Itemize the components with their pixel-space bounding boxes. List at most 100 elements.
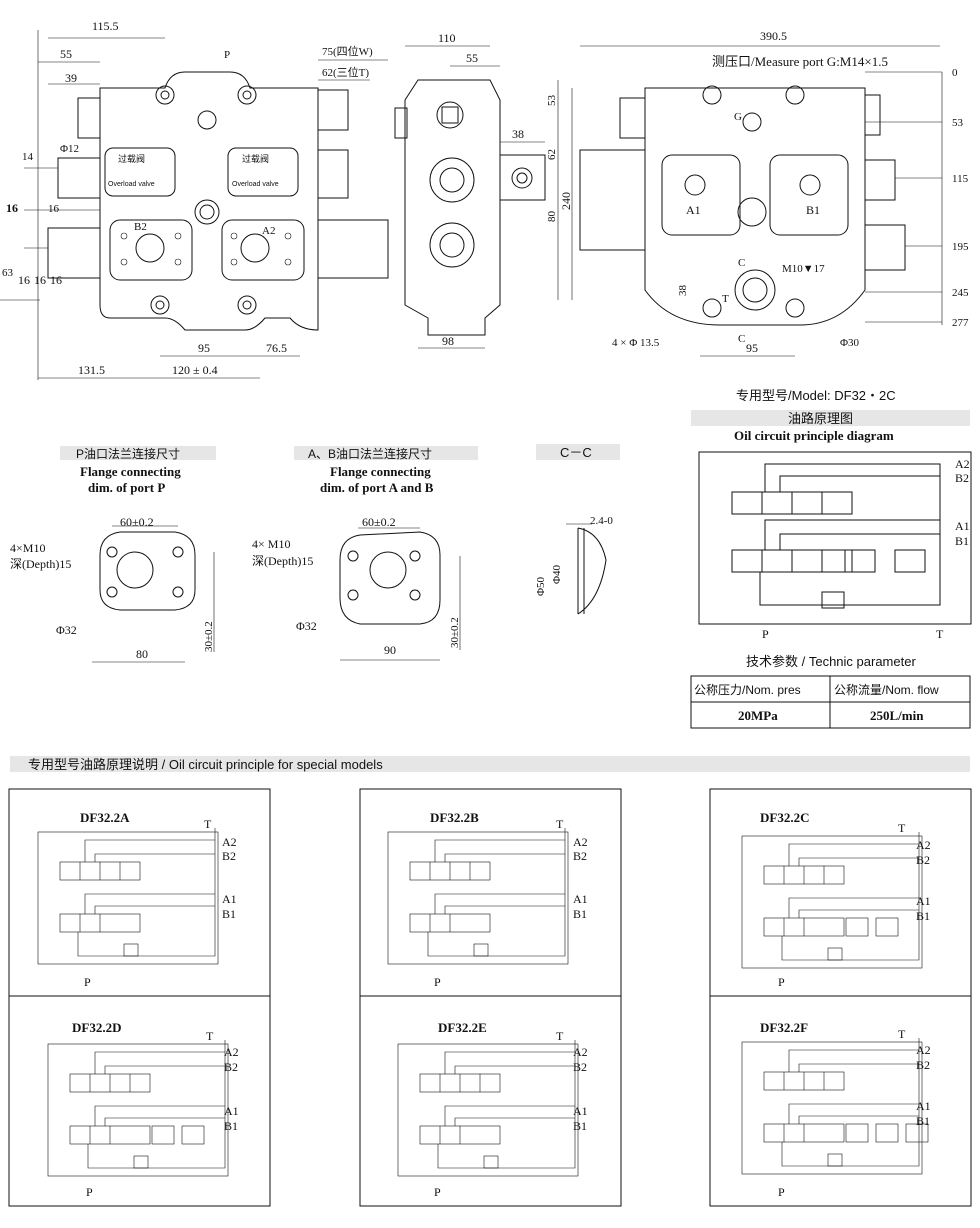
svg-text:A1: A1: [916, 894, 931, 908]
ruler-0: 0: [952, 67, 958, 79]
ruler-277: 277: [952, 317, 969, 329]
special-panels: [8, 788, 972, 1207]
overload-cn-right: 过载阀: [242, 153, 269, 164]
dim-240: 240: [559, 192, 573, 210]
flange-ab-depth: 深(Depth)15: [252, 554, 313, 568]
svg-text:T: T: [898, 821, 906, 835]
svg-text:A2: A2: [573, 835, 588, 849]
ruler-195: 195: [952, 241, 969, 253]
svg-text:B2: B2: [224, 1060, 238, 1074]
svg-text:T: T: [204, 817, 212, 831]
svg-text:A2: A2: [573, 1045, 588, 1059]
model-title-2c: DF32.2C: [760, 810, 809, 825]
flange-p-dim-w: 60±0.2: [120, 515, 154, 529]
principle-port-b2: B2: [955, 471, 969, 485]
flange-ab-title-cn: A、B油口法兰连接尺寸: [308, 446, 432, 461]
dim-phi12: Φ12: [60, 143, 79, 155]
tech-value-flow: 250L/min: [870, 708, 924, 723]
dim-16c: 16: [18, 273, 30, 287]
svg-text:B1: B1: [222, 907, 236, 921]
model-title-2e: DF32.2E: [438, 1020, 487, 1035]
svg-text:B1: B1: [916, 1114, 930, 1128]
dim-16a: 16: [6, 201, 18, 215]
flange-ab-title-en1: Flange connecting: [330, 464, 431, 479]
svg-text:A1: A1: [573, 892, 588, 906]
flange-ab-bolt: 4× M10: [252, 537, 290, 551]
dim-38-right: 38: [677, 285, 689, 297]
dim-110: 110: [438, 31, 456, 45]
section-c-label-bottom: C: [738, 333, 745, 345]
model-title-2a: DF32.2A: [80, 810, 130, 825]
side-view: 110 55 38 98: [394, 31, 559, 349]
section-cc-title: C－C: [560, 445, 592, 460]
flange-ab-dim-h: 30±0.2: [449, 617, 461, 648]
section-cc-d1: 2.4-0: [590, 515, 613, 527]
port-g-label: G: [734, 111, 742, 123]
svg-text:A1: A1: [224, 1104, 239, 1118]
svg-text:A1: A1: [573, 1104, 588, 1118]
dim-53: 53: [546, 95, 558, 107]
principle-diagram: A2 B2 A1 B1 P T: [698, 451, 972, 641]
principle-port-a2: A2: [955, 457, 970, 471]
dim-95-right: 95: [746, 341, 758, 355]
svg-text:P: P: [434, 975, 441, 989]
dim-390-5: 390.5: [760, 29, 787, 43]
svg-text:P: P: [778, 975, 785, 989]
svg-text:P: P: [84, 975, 91, 989]
dim-39: 39: [65, 71, 77, 85]
panel-2d-labels: T A2 B2 A1 B1 P: [86, 1029, 239, 1199]
section-cc-d2: Φ50: [535, 576, 547, 596]
dim-63: 63: [2, 267, 14, 279]
svg-text:B2: B2: [222, 849, 236, 863]
dim-side-55: 55: [466, 51, 478, 65]
model-title-2b: DF32.2B: [430, 810, 479, 825]
flange-ab-dim-base: 90: [384, 643, 396, 657]
flange-ab-header-bg: [294, 446, 478, 460]
panel-2c-labels: T A2 B2 A1 B1 P: [778, 821, 931, 989]
dim-m10: M10▼17: [782, 263, 825, 275]
port-p-label: P: [224, 49, 230, 61]
model-title-2d: DF32.2D: [72, 1020, 121, 1035]
special-header-bg: [10, 756, 970, 772]
svg-text:B1: B1: [573, 1119, 587, 1133]
flange-ab-drawing: [339, 527, 461, 661]
svg-text:B1: B1: [916, 909, 930, 923]
rear-view: 390.5 240 53 62 80 38 95 Φ30 4 × Φ 13.5 …: [546, 29, 969, 357]
principle-port-t: T: [936, 627, 944, 641]
model-line: 专用型号/Model: DF32・2C: [736, 388, 896, 403]
svg-text:B2: B2: [916, 1058, 930, 1072]
dim-76-5: 76.5: [266, 341, 287, 355]
flange-ab-title-en2: dim. of port A and B: [320, 480, 434, 495]
overload-en-right: Overload valve: [232, 181, 279, 188]
ruler-115: 115: [952, 173, 969, 185]
tech-title: 技术参数 / Technic parameter: [746, 654, 916, 669]
dim-phi30: Φ30: [840, 337, 860, 349]
svg-text:A1: A1: [916, 1099, 931, 1113]
svg-text:B2: B2: [916, 853, 930, 867]
flange-p-depth: 深(Depth)15: [10, 557, 71, 571]
principle-port-b1: B1: [955, 534, 969, 548]
ruler-53: 53: [952, 117, 964, 129]
port-a2-label: A2: [262, 225, 275, 237]
svg-text:B1: B1: [573, 907, 587, 921]
tech-header-flow: 公称流量/Nom. flow: [834, 683, 939, 697]
svg-text:A1: A1: [222, 892, 237, 906]
flange-ab-dim-w: 60±0.2: [362, 515, 396, 529]
dim-62: 62: [546, 149, 558, 160]
dim-16b: 16: [48, 203, 60, 215]
special-header: 专用型号油路原理说明 / Oil circuit principle for s…: [28, 757, 383, 772]
tech-table: [690, 675, 971, 729]
dim-16d: 16: [34, 273, 46, 287]
dim-131-5: 131.5: [78, 363, 105, 377]
svg-text:T: T: [556, 817, 564, 831]
dim-95: 95: [198, 341, 210, 355]
svg-text:A2: A2: [222, 835, 237, 849]
dim-120: 120 ± 0.4: [172, 363, 218, 377]
measure-port-label: 测压口/Measure port G:M14×1.5: [712, 54, 888, 69]
dim-16e: 16: [50, 273, 62, 287]
flange-p-drawing: [92, 525, 215, 663]
tech-value-pressure: 20MPa: [738, 708, 778, 723]
flange-p-bolt: 4×M10: [10, 541, 45, 555]
section-cc-drawing: [566, 523, 607, 615]
svg-text:P: P: [778, 1185, 785, 1199]
